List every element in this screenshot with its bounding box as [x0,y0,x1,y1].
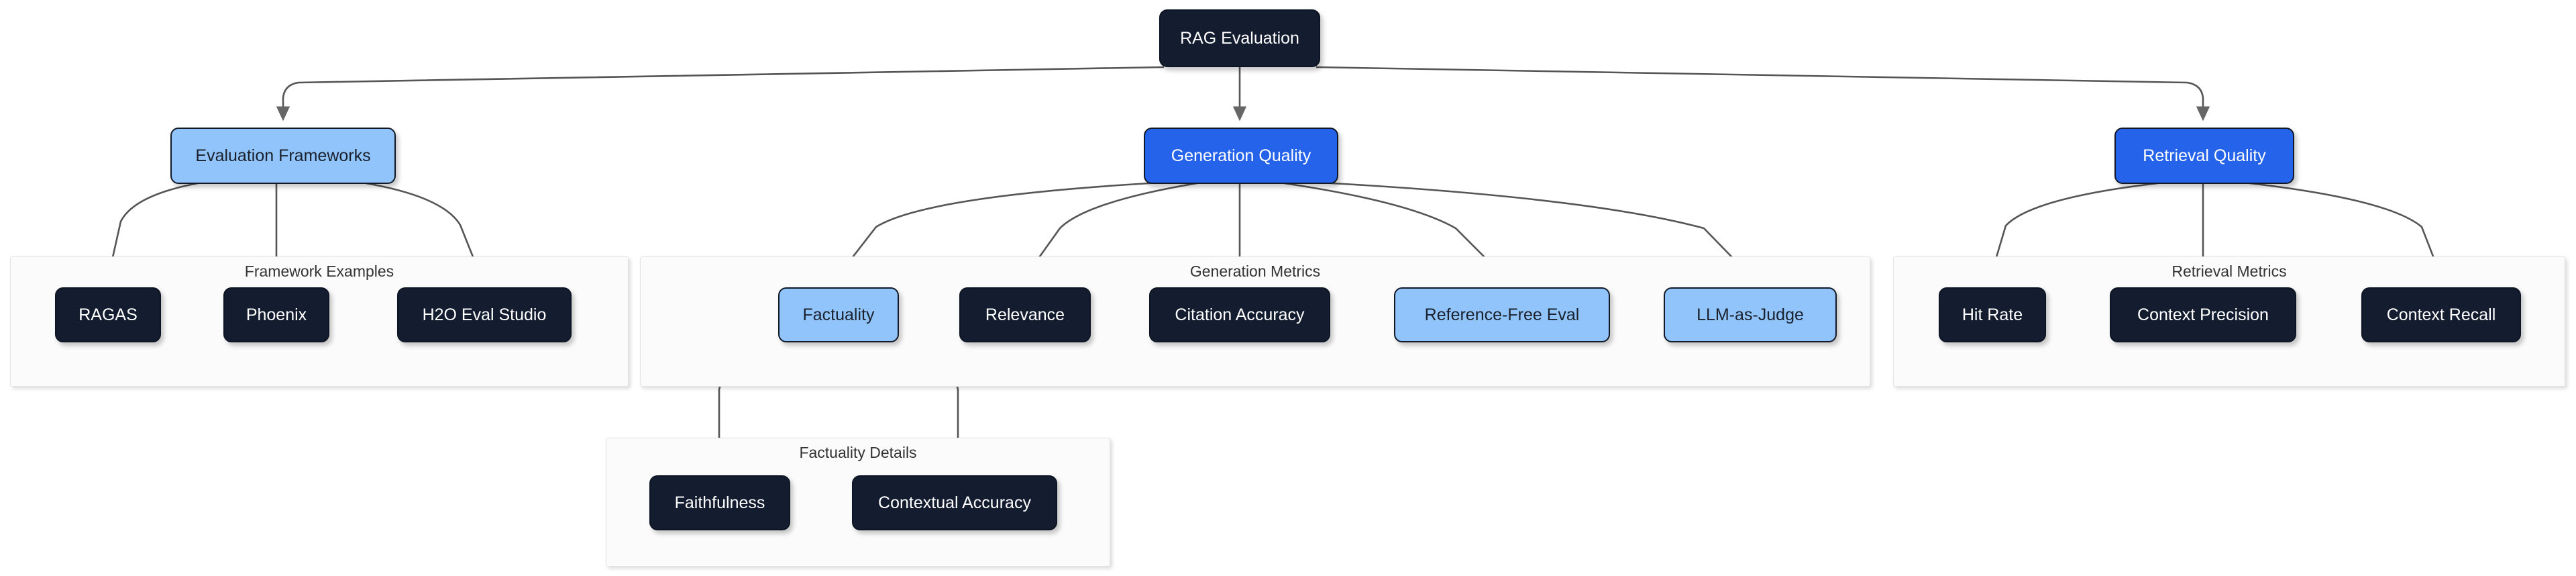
edge-root-to-retrieval-quality [1316,66,2210,122]
node-citation-accuracy[interactable]: Citation Accuracy [1149,287,1330,342]
node-ragas[interactable]: RAGAS [55,287,161,342]
node-retrieval-quality[interactable]: Retrieval Quality [2114,128,2294,184]
node-label: RAG Evaluation [1180,28,1299,48]
node-label: Reference-Free Eval [1424,305,1580,324]
node-faithfulness[interactable]: Faithfulness [649,475,790,530]
node-label: H2O Eval Studio [422,305,547,324]
node-h2o-eval-studio[interactable]: H2O Eval Studio [397,287,572,342]
node-label: Phoenix [246,305,307,324]
node-label: Relevance [985,305,1065,324]
cluster-label-generation-metrics: Generation Metrics [1189,262,1321,280]
node-label: RAGAS [78,305,138,324]
node-relevance[interactable]: Relevance [959,287,1091,342]
cluster-label-factuality-details: Factuality Details [799,444,917,461]
node-label: Context Precision [2137,305,2269,324]
node-label: Hit Rate [1962,305,2023,324]
node-label: Evaluation Frameworks [195,146,371,165]
node-hit-rate[interactable]: Hit Rate [1939,287,2046,342]
node-label: Citation Accuracy [1175,305,1305,324]
node-contextual-accuracy[interactable]: Contextual Accuracy [852,475,1057,530]
node-context-precision[interactable]: Context Precision [2110,287,2296,342]
node-generation-quality[interactable]: Generation Quality [1144,128,1338,184]
edge-root-to-evaluation-frameworks [276,66,1165,122]
node-label: LLM-as-Judge [1697,305,1804,324]
node-reference-free-eval[interactable]: Reference-Free Eval [1394,287,1610,342]
cluster-label-retrieval-metrics: Retrieval Metrics [2171,262,2287,280]
node-label: Retrieval Quality [2143,146,2266,165]
node-label: Generation Quality [1171,146,1311,165]
node-phoenix[interactable]: Phoenix [223,287,329,342]
node-label: Context Recall [2386,305,2496,324]
cluster-label-framework-examples: Framework Examples [244,262,394,280]
node-llm-as-judge[interactable]: LLM-as-Judge [1664,287,1837,342]
node-label: Faithfulness [674,493,765,512]
node-evaluation-frameworks[interactable]: Evaluation Frameworks [170,128,396,184]
node-label: Factuality [802,305,875,324]
node-factuality[interactable]: Factuality [778,287,899,342]
node-rag-evaluation[interactable]: RAG Evaluation [1159,9,1320,67]
node-context-recall[interactable]: Context Recall [2361,287,2521,342]
node-label: Contextual Accuracy [878,493,1031,512]
